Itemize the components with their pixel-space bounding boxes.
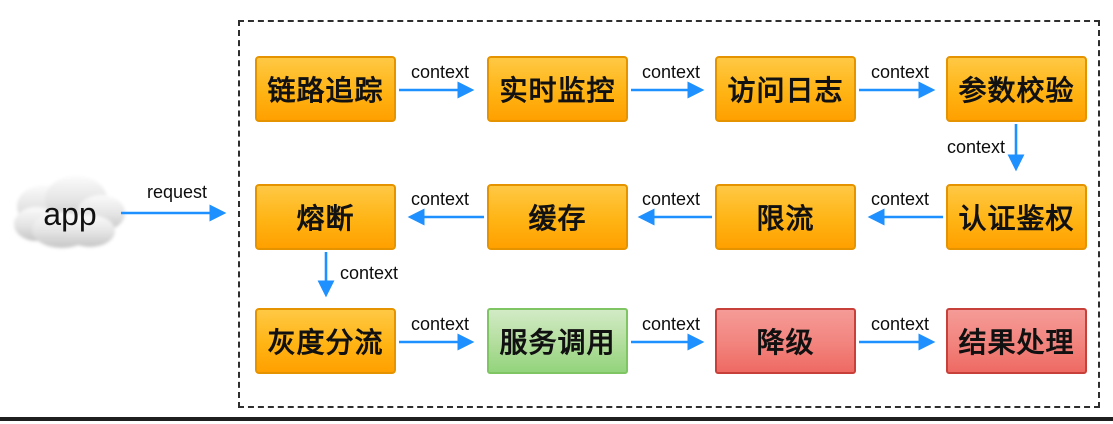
bottom-divider-bar (0, 417, 1113, 421)
node-label: 参数校验 (958, 75, 1075, 106)
node-label: 限流 (756, 203, 815, 234)
node-cache: 缓存 (487, 184, 628, 250)
node-label: 访问日志 (727, 75, 844, 106)
edge-label-context: context (870, 314, 930, 334)
node-gray-routing: 灰度分流 (255, 308, 396, 374)
node-label: 降级 (756, 327, 815, 358)
node-service-call: 服务调用 (487, 308, 628, 374)
node-auth: 认证鉴权 (946, 184, 1087, 250)
request-edge-label: request (146, 182, 208, 202)
node-label: 结果处理 (958, 327, 1075, 358)
node-label: 缓存 (528, 203, 587, 234)
edge-label-context: context (870, 189, 930, 209)
edge-label-context: context (410, 62, 470, 82)
edge-label-context: context (870, 62, 930, 82)
edge-label-context: context (410, 314, 470, 334)
node-label: 实时监控 (499, 75, 616, 106)
node-label: 链路追踪 (267, 75, 384, 106)
node-label: 灰度分流 (267, 327, 384, 358)
edge-label-context: context (946, 137, 1005, 157)
node-param-validate: 参数校验 (946, 56, 1087, 122)
node-label: 熔断 (296, 203, 355, 234)
node-access-log: 访问日志 (715, 56, 856, 122)
edge-label-context: context (641, 62, 701, 82)
edge-label-context: context (641, 189, 701, 209)
edge-label-context: context (641, 314, 701, 334)
node-link-trace: 链路追踪 (255, 56, 396, 122)
node-realtime-monitor: 实时监控 (487, 56, 628, 122)
app-source-label: app (43, 196, 97, 232)
edge-label-context: context (340, 263, 399, 283)
node-result-handle: 结果处理 (946, 308, 1087, 374)
node-rate-limit: 限流 (715, 184, 856, 250)
system-boundary-frame (238, 20, 1100, 408)
edge-label-context: context (410, 189, 470, 209)
node-circuit-breaker: 熔断 (255, 184, 396, 250)
node-label: 认证鉴权 (958, 203, 1075, 234)
node-label: 服务调用 (499, 327, 616, 358)
node-downgrade: 降级 (715, 308, 856, 374)
